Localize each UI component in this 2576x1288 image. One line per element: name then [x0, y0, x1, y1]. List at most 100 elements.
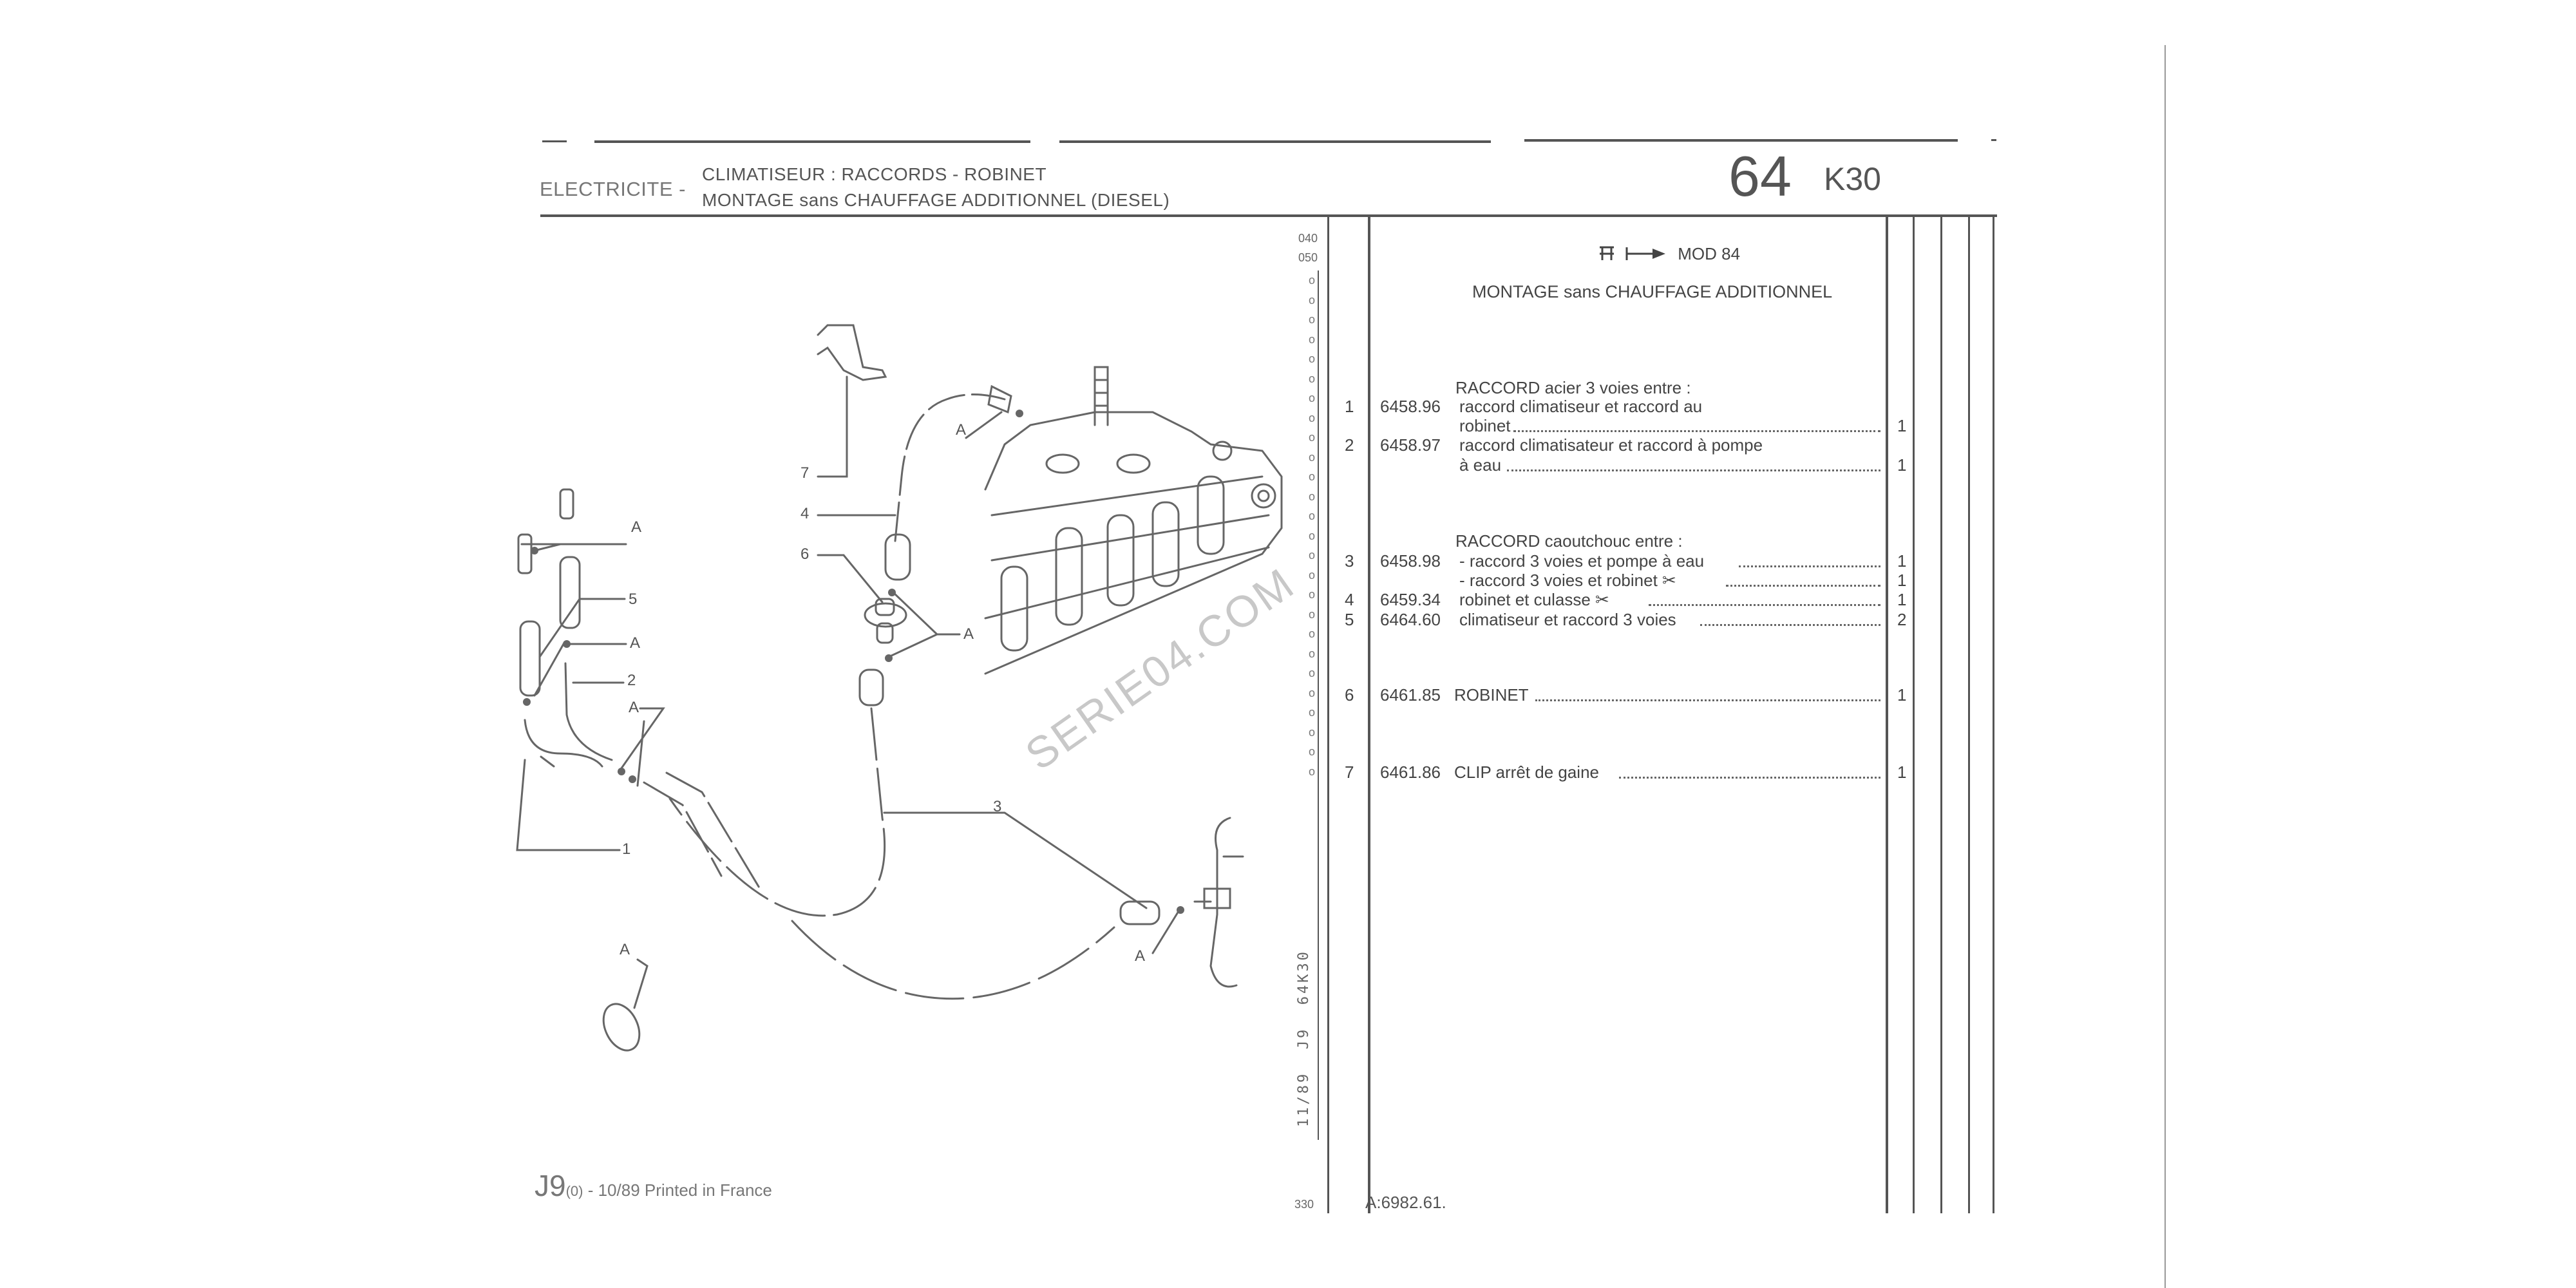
col-3 — [1940, 215, 1942, 1213]
callout-a-valve: A — [963, 625, 974, 643]
steel-pipe-2 — [564, 662, 613, 761]
ruler-tick: o — [1309, 489, 1316, 503]
callout-a-left-3: A — [629, 699, 639, 716]
ruler-label-040: 040 — [1298, 232, 1318, 245]
part-desc: raccord climatiseur et raccord au — [1459, 397, 1703, 416]
ruler-tick: o — [1309, 568, 1316, 582]
callout-3: 3 — [993, 798, 1002, 815]
header-bottom-rule — [540, 214, 1997, 217]
part-desc: - raccord 3 voies et robinet ✂ — [1459, 571, 1676, 589]
ruler-tick: o — [1309, 549, 1316, 562]
part-ref: 6458.97 — [1380, 435, 1441, 455]
ruler-label-050: 050 — [1298, 251, 1318, 264]
stud — [1094, 366, 1109, 426]
ruler-line — [1318, 270, 1319, 1140]
edition-code: J9 — [535, 1169, 566, 1202]
ruler-tick: o — [1309, 745, 1316, 758]
edition-text: - 10/89 Printed in France — [583, 1180, 772, 1200]
hose-clamp-drawing — [602, 1003, 641, 1052]
callout-2: 2 — [627, 672, 636, 689]
title-line-1: CLIMATISEUR : RACCORDS - ROBINET — [702, 164, 1047, 184]
group-number: 64 — [1728, 144, 1792, 208]
part-desc: - raccord 3 voies et pompe à eau — [1459, 551, 1705, 571]
top-rule-3 — [1059, 140, 1491, 143]
part-desc: ROBINET — [1454, 685, 1529, 705]
callout-5: 5 — [629, 591, 638, 608]
ruler-tick: o — [1309, 607, 1316, 621]
callout-a-pump: A — [1135, 947, 1146, 965]
steel-pipe-1 — [524, 719, 603, 768]
group-heading-steel: RACCORD acier 3 voies entre : — [1455, 378, 1691, 397]
leader-dots — [1619, 777, 1880, 779]
part-qty: 1 — [1897, 551, 1907, 571]
ruler-tick: o — [1309, 392, 1316, 404]
part-desc: CLIP arrêt de gaine — [1454, 762, 1599, 782]
top-rule-5 — [1991, 139, 1996, 141]
page-edge — [2164, 45, 2166, 1288]
item-number: 2 — [1345, 435, 1354, 455]
ruler-tick: o — [1309, 529, 1316, 542]
table-subtitle: MONTAGE sans CHAUFFAGE ADDITIONNEL — [1472, 282, 1833, 301]
part-qty: 1 — [1897, 762, 1907, 782]
top-rule-2 — [594, 140, 1030, 143]
ruler-tick: o — [1309, 450, 1316, 464]
part-qty: 1 — [1897, 416, 1907, 435]
ruler-tick: o — [1309, 313, 1316, 326]
leader-dots — [1739, 565, 1880, 567]
hose-5-lower — [519, 620, 541, 697]
callout-a-left-2: A — [630, 634, 641, 652]
leader-dots — [1513, 430, 1880, 432]
callout-a-left-1: A — [631, 518, 642, 536]
ruler-tick: o — [1309, 686, 1316, 699]
item-number: 5 — [1345, 610, 1354, 629]
col-2 — [1913, 215, 1915, 1213]
item-number: 3 — [1345, 551, 1354, 571]
hose-3 — [668, 707, 886, 917]
subgroup-code: K30 — [1824, 161, 1881, 197]
water-pump-drawing — [1193, 817, 1244, 988]
part-ref: 6459.34 — [1380, 590, 1441, 609]
col-5 — [1993, 215, 1994, 1213]
ruler-tick: o — [1309, 293, 1316, 307]
ruler-tick: o — [1309, 431, 1316, 444]
ruler-tick: o — [1309, 332, 1316, 346]
ruler-tick: o — [1309, 274, 1316, 287]
callout-a-clamp: A — [620, 941, 630, 958]
col-ref-left — [1368, 215, 1370, 1213]
part-qty: 2 — [1897, 610, 1907, 629]
edition-sub: (0) — [565, 1183, 583, 1199]
scissors-icon: ✂ — [1595, 590, 1609, 609]
part-qty: 1 — [1897, 685, 1907, 705]
part-ref: 6458.98 — [1380, 551, 1441, 571]
vertical-ref: 11/89 J9 64K30 — [1296, 949, 1312, 1127]
callout-1: 1 — [622, 840, 631, 858]
leader-dots — [1726, 585, 1880, 587]
vehicle-arrow-icon — [1596, 243, 1673, 267]
clip-drawing — [817, 324, 887, 381]
part-ref: 6461.85 — [1380, 685, 1441, 705]
ruler-tick: o — [1309, 647, 1316, 660]
part-desc: raccord climatisateur et raccord à pompe — [1459, 435, 1763, 455]
ruler-tick: o — [1309, 667, 1316, 679]
leader-dots — [1535, 699, 1880, 701]
ruler-tick: o — [1309, 470, 1316, 483]
ruler-tick: o — [1309, 706, 1316, 719]
part-desc-text: robinet et culasse — [1459, 590, 1591, 609]
callout-a-top: A — [956, 421, 967, 439]
part-desc-cont: à eau — [1459, 455, 1502, 475]
watermark: SERIE04.COM — [1016, 558, 1304, 780]
applicability: MOD 84 — [1596, 243, 1740, 267]
connection-dots — [523, 410, 1184, 914]
callout-6: 6 — [800, 545, 810, 563]
page-code: 330 — [1294, 1198, 1314, 1211]
callout-4: 4 — [800, 505, 810, 522]
ruler-tick: o — [1309, 725, 1316, 739]
top-rule-1 — [542, 140, 567, 142]
ruler-tick: o — [1309, 411, 1316, 424]
edition-footer: J9(0) - 10/89 Printed in France — [535, 1169, 772, 1210]
col-qty-left — [1886, 215, 1888, 1213]
part-desc: climatiseur et raccord 3 voies — [1459, 610, 1676, 629]
item-number: 1 — [1345, 397, 1354, 416]
part-qty: 1 — [1897, 455, 1907, 475]
